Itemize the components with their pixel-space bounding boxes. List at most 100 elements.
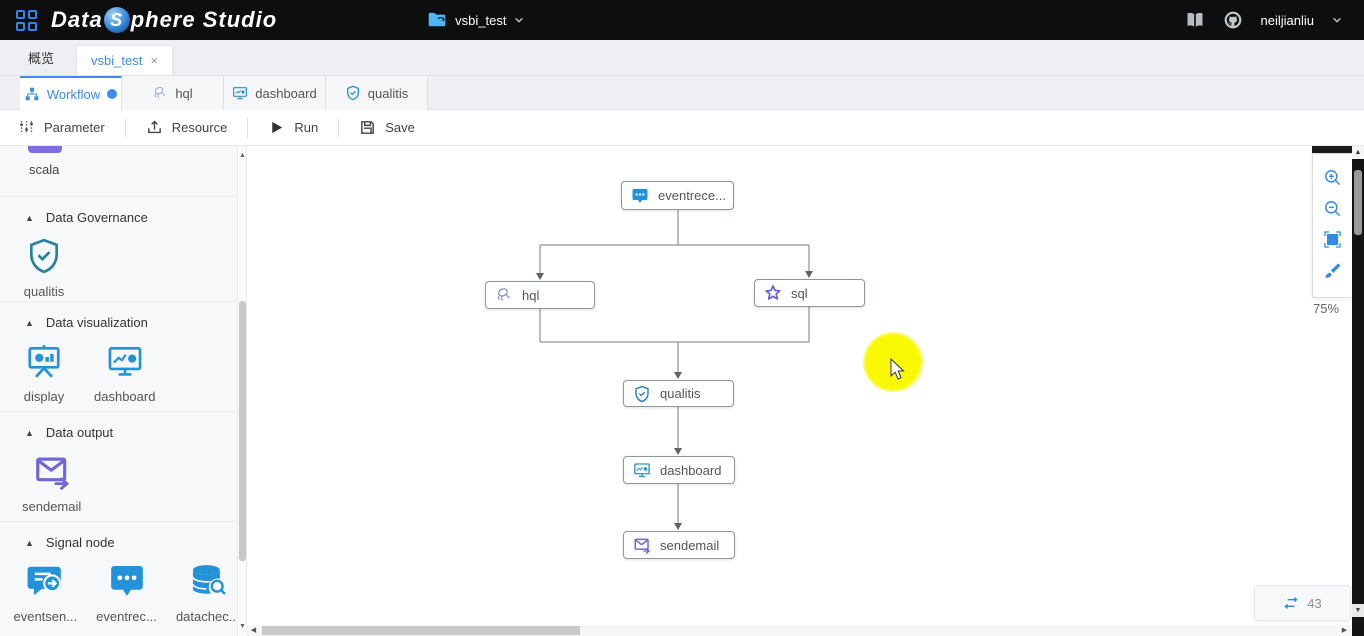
secondary-tab-bar: Workflow hql dashboard qualitis bbox=[0, 76, 1364, 110]
node-qualitis[interactable]: qualitis bbox=[623, 380, 734, 407]
primary-tab-bar: 概览 vsbi_test × bbox=[0, 40, 1364, 76]
palette-item-eventsender[interactable]: eventsen... bbox=[13, 562, 77, 624]
user-chevron-down-icon[interactable] bbox=[1332, 15, 1342, 25]
palette-item-eventreceiver[interactable]: eventrec... bbox=[96, 562, 157, 624]
scroll-right-arrow[interactable]: ▶ bbox=[1341, 627, 1348, 634]
apps-grid-icon[interactable] bbox=[16, 9, 37, 31]
section-header-data-output[interactable]: ▲ Data output bbox=[0, 412, 237, 444]
resource-button[interactable]: Resource bbox=[146, 119, 227, 136]
tab-qualitis[interactable]: qualitis bbox=[326, 76, 428, 110]
workflow-canvas[interactable]: eventrece... hql sql qualitis dashboard … bbox=[246, 146, 1352, 625]
section-title: Signal node bbox=[45, 535, 115, 550]
unsaved-indicator-dot bbox=[107, 89, 118, 99]
scroll-down-arrow[interactable]: ▼ bbox=[1352, 604, 1364, 617]
sidebar-scrollbar-thumb[interactable] bbox=[239, 301, 246, 561]
collapse-caret-icon: ▲ bbox=[25, 537, 34, 548]
zoom-out-icon[interactable] bbox=[1323, 199, 1342, 218]
spark-star-icon bbox=[765, 285, 781, 300]
palette-item-display[interactable]: display bbox=[22, 342, 66, 404]
section-data-output: ▲ Data output sendemail bbox=[0, 411, 237, 521]
scroll-left-arrow[interactable]: ◀ bbox=[250, 627, 257, 634]
node-label: eventrece... bbox=[658, 188, 726, 203]
run-play-icon bbox=[272, 121, 283, 134]
fit-view-icon[interactable] bbox=[1323, 230, 1342, 249]
hive-icon bbox=[497, 288, 510, 301]
format-layout-icon[interactable] bbox=[1323, 261, 1342, 280]
logo-text-part2: phere Studio bbox=[130, 7, 278, 32]
section-header-signal-node[interactable]: ▲ Signal node bbox=[0, 522, 237, 554]
tab-workspace-vsbi-test[interactable]: vsbi_test × bbox=[76, 45, 173, 75]
node-eventreceiver[interactable]: eventrece... bbox=[621, 181, 734, 210]
docs-book-icon[interactable] bbox=[1185, 10, 1205, 30]
section-data-visualization: ▲ Data visualization display dashboard bbox=[0, 301, 237, 411]
palette-item-label: eventrec... bbox=[96, 609, 157, 624]
github-icon[interactable] bbox=[1223, 10, 1243, 30]
parameter-sliders-icon bbox=[20, 121, 33, 134]
collapse-caret-icon: ▲ bbox=[25, 427, 34, 438]
node-sendemail[interactable]: sendemail bbox=[623, 531, 735, 559]
hive-icon bbox=[154, 86, 166, 99]
mouse-cursor bbox=[890, 358, 905, 380]
save-button[interactable]: Save bbox=[359, 119, 415, 136]
scroll-down-arrow[interactable]: ▼ bbox=[239, 623, 246, 630]
project-folder-icon bbox=[428, 12, 446, 27]
zoom-in-icon[interactable] bbox=[1323, 168, 1342, 187]
section-header-data-visualization[interactable]: ▲ Data visualization bbox=[0, 302, 237, 334]
tab-qualitis-label: qualitis bbox=[367, 85, 409, 101]
dashboard-monitor-icon bbox=[634, 463, 650, 478]
palette-item-sendemail[interactable]: sendemail bbox=[22, 452, 81, 514]
scroll-up-arrow[interactable]: ▲ bbox=[1352, 146, 1364, 159]
sidebar-scrollbar[interactable]: ▲ ▼ bbox=[237, 146, 246, 636]
sendemail-envelope-icon bbox=[35, 457, 69, 490]
horizontal-scrollbar-thumb[interactable] bbox=[262, 626, 580, 635]
scala-label: scala bbox=[29, 162, 60, 177]
palette-item-datachecker[interactable]: datachec... bbox=[175, 562, 237, 624]
palette-item-label: dashboard bbox=[94, 389, 156, 404]
eventsender-bubble-icon bbox=[27, 566, 62, 596]
palette-item-label: datachec... bbox=[175, 609, 237, 624]
execution-count-badge[interactable]: 43 bbox=[1254, 585, 1351, 621]
run-label: Run bbox=[294, 120, 319, 135]
scala-icon bbox=[28, 146, 62, 153]
node-palette-sidebar: scala ▲ Data Governance qualitis ▲ Dat bbox=[0, 146, 237, 636]
node-hql[interactable]: hql bbox=[485, 281, 595, 309]
dashboard-monitor-icon bbox=[233, 87, 248, 100]
workflow-toolbar: Parameter Resource Run Save bbox=[0, 110, 1364, 146]
tool-panel-handle[interactable] bbox=[1312, 146, 1352, 153]
canvas-tool-panel bbox=[1312, 153, 1352, 298]
parameter-button[interactable]: Parameter bbox=[18, 119, 105, 136]
workflow-editor-body: scala ▲ Data Governance qualitis ▲ Dat bbox=[0, 146, 1364, 636]
node-label: dashboard bbox=[660, 462, 722, 478]
tab-close-icon[interactable]: × bbox=[150, 53, 158, 68]
project-selector[interactable]: vsbi_test bbox=[427, 10, 524, 30]
save-label: Save bbox=[385, 120, 415, 135]
node-dashboard[interactable]: dashboard bbox=[623, 456, 735, 484]
tab-overview[interactable]: 概览 bbox=[28, 50, 55, 66]
tab-workflow[interactable]: Workflow bbox=[20, 76, 122, 110]
vertical-scrollbar-thumb[interactable] bbox=[1354, 170, 1362, 235]
palette-item-qualitis[interactable]: qualitis bbox=[22, 237, 66, 299]
collapse-caret-icon: ▲ bbox=[25, 317, 34, 328]
toolbar-divider bbox=[124, 117, 126, 138]
logo-sphere-icon: S bbox=[103, 7, 130, 33]
dashboard-monitor-icon bbox=[108, 346, 142, 376]
run-button[interactable]: Run bbox=[268, 119, 318, 136]
window-vertical-scrollbar[interactable]: ▲ ▼ bbox=[1352, 146, 1364, 636]
tab-dashboard[interactable]: dashboard bbox=[224, 76, 326, 110]
parameter-label: Parameter bbox=[44, 120, 105, 135]
canvas-horizontal-scrollbar[interactable]: ◀ ▶ bbox=[246, 625, 1352, 636]
tab-hql[interactable]: hql bbox=[122, 76, 224, 110]
qualitis-shield-icon bbox=[346, 85, 359, 101]
sendemail-envelope-icon bbox=[634, 538, 650, 554]
palette-item-label: display bbox=[23, 389, 65, 404]
scroll-up-arrow[interactable]: ▲ bbox=[239, 152, 246, 159]
user-name[interactable]: neiljianliu bbox=[1260, 12, 1314, 28]
zoom-level-label: 75% bbox=[1313, 301, 1340, 316]
datachecker-database-icon bbox=[191, 565, 226, 595]
palette-item-dashboard[interactable]: dashboard bbox=[94, 342, 155, 404]
node-sql[interactable]: sql bbox=[754, 279, 865, 307]
palette-item-scala-partial[interactable]: scala bbox=[0, 146, 237, 196]
section-header-data-governance[interactable]: ▲ Data Governance bbox=[0, 197, 237, 229]
section-title: Data Governance bbox=[45, 210, 148, 225]
